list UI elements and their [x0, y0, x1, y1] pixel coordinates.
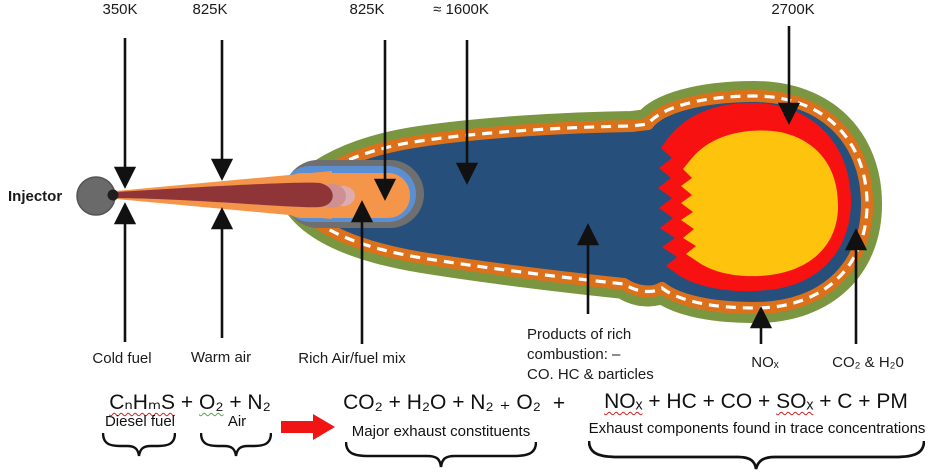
- arrow-2700k: [777, 26, 801, 125]
- products-rich-combustion-label: Products of rich combustion: – CO, HC & …: [527, 325, 697, 379]
- temp-label-825k-b: 825K: [349, 1, 385, 18]
- reactant-plus: +: [180, 391, 194, 414]
- diesel-fuel-caption: Diesel fuel: [104, 413, 176, 430]
- combustion-core-yellow: [681, 130, 839, 277]
- reaction-block-arrow-shape: [281, 414, 335, 440]
- trace-products-underbrace: [588, 441, 925, 470]
- air-underbrace: [200, 433, 272, 457]
- temp-label-1600k: ≈ 1600K: [433, 1, 489, 18]
- annotation-arrows: [113, 26, 868, 344]
- major-products-underbrace: [345, 442, 537, 468]
- diesel-fuel-underbrace: [102, 433, 176, 457]
- arrow-350k: [113, 38, 137, 189]
- reactant-rest: + N₂: [229, 391, 271, 414]
- arrow-nox: [749, 306, 773, 344]
- arrow-cold-fuel: [113, 202, 137, 342]
- rich-mix-label: Rich Air/fuel mix: [298, 350, 406, 367]
- temp-label-825k-a: 825K: [192, 1, 228, 18]
- fuel-formula: CₙHₘS: [109, 391, 176, 414]
- trace-end: + C + PM: [819, 390, 908, 413]
- arrow-825k-rich-mix: [373, 40, 397, 201]
- arrow-1600k: [455, 40, 479, 185]
- arrow-co2-h2o: [844, 228, 868, 344]
- arrow-rich-mix: [350, 200, 374, 344]
- arrow-warm-air: [210, 207, 234, 338]
- reactants-formula: CₙHₘS + O₂ + N₂: [109, 391, 271, 414]
- trace-sox: SOₓ: [776, 390, 814, 413]
- joining-plus: +: [552, 392, 566, 415]
- liquid-fuel-jet: [116, 182, 333, 208]
- temp-label-2700k: 2700K: [771, 1, 815, 18]
- trace-products-formula: NOₓ + HC + CO + SOₓ + C + PM: [604, 390, 908, 413]
- arrow-825k-warm-air: [210, 40, 234, 181]
- temp-label-350k: 350K: [102, 1, 138, 18]
- reaction-block-arrow: [281, 414, 335, 440]
- co2-h2o-label: CO₂ & H₂0: [832, 354, 904, 371]
- arrow-products-rich-combustion: [576, 223, 600, 314]
- major-products-caption: Major exhaust constituents: [351, 423, 531, 440]
- oxygen-formula: O₂: [198, 391, 224, 414]
- injector-label: Injector: [8, 188, 63, 205]
- products-line1: Products of rich: [527, 326, 632, 343]
- flame-sheath-white-dashed: [294, 94, 869, 310]
- trace-products-caption: Exhaust components found in trace concen…: [588, 420, 926, 437]
- air-caption: Air: [227, 413, 247, 430]
- major-products-formula: CO₂ + H₂O + N₂ ₊ O₂: [343, 391, 541, 414]
- trace-mid: + HC + CO +: [648, 390, 771, 413]
- cold-fuel-label: Cold fuel: [92, 350, 152, 367]
- nox-label: NOₓ: [751, 354, 779, 371]
- warm-air-label: Warm air: [190, 349, 252, 366]
- products-line2: combustion: –: [527, 346, 621, 363]
- injector-nozzle-dot: [107, 189, 119, 201]
- trace-nox: NOₓ: [604, 390, 643, 413]
- products-line3: CO, HC & particles: [527, 366, 654, 379]
